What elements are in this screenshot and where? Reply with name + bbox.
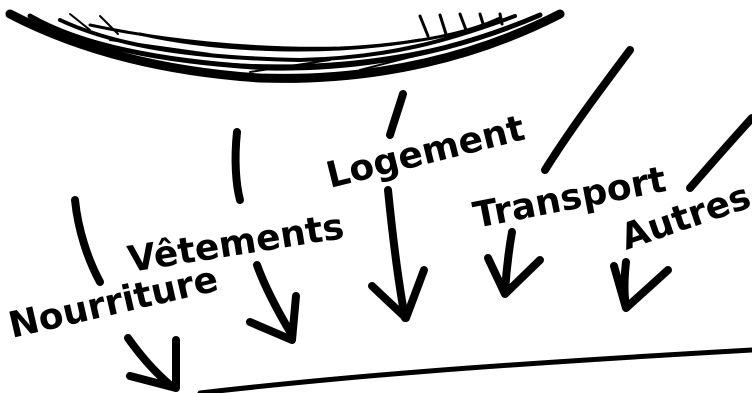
scribble-bowl-icon [10,14,560,78]
baseline-stroke-icon [200,350,752,393]
label-nourriture: Nourriture [5,259,222,347]
label-vetements: Vêtements [125,206,347,281]
label-logement: Logement [322,108,529,197]
arrow-logement-icon [372,94,424,318]
